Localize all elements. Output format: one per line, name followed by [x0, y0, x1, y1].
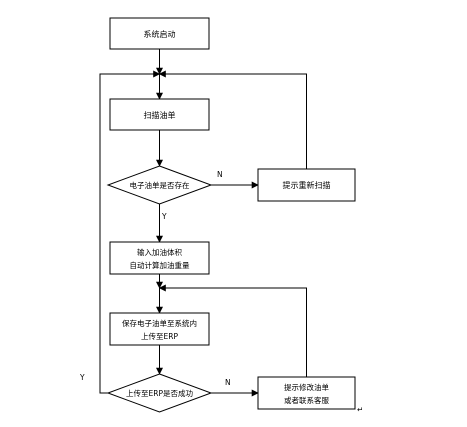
edge-upload-yes-loop: [99, 70, 161, 394]
input-label-line1: 输入加油体积: [137, 247, 182, 257]
save-node: 保存电子油单至系统内 上传至ERP: [109, 312, 210, 346]
upload-no-label: N: [225, 378, 231, 387]
exists-no-label: N: [217, 170, 223, 179]
scan-label: 扫描油单: [144, 110, 176, 120]
exists-yes-label: Y: [161, 212, 167, 221]
exists-decision-label: 电子油单是否存在: [130, 180, 190, 190]
input-node: 输入加油体积 自动计算加油重量: [109, 241, 210, 275]
start-node: 系统启动: [109, 17, 210, 50]
edge-rescan-loop: [158, 70, 307, 169]
contact-node: 提示修改油单 或者联系客服: [257, 376, 356, 410]
edge-contact-loop: [158, 284, 307, 377]
rescan-node: 提示重新扫描: [257, 168, 356, 202]
contact-label-line2: 或者联系客服: [284, 395, 329, 405]
rescan-label: 提示重新扫描: [283, 180, 331, 190]
input-label-line2: 自动计算加油重量: [130, 260, 190, 270]
upload-yes-label: Y: [79, 373, 85, 382]
exists-decision-node: 电子油单是否存在: [106, 165, 213, 205]
save-label-line1: 保存电子油单至系统内: [122, 318, 197, 328]
upload-decision-node: 上传至ERP是否成功: [106, 373, 213, 413]
scan-node: 扫描油单: [109, 98, 210, 131]
upload-decision-label: 上传至ERP是否成功: [126, 388, 193, 398]
save-label-line2: 上传至ERP: [141, 331, 178, 341]
end-mark: ↵: [357, 405, 363, 414]
contact-label-line1: 提示修改油单: [284, 382, 329, 392]
start-label: 系统启动: [144, 29, 176, 39]
